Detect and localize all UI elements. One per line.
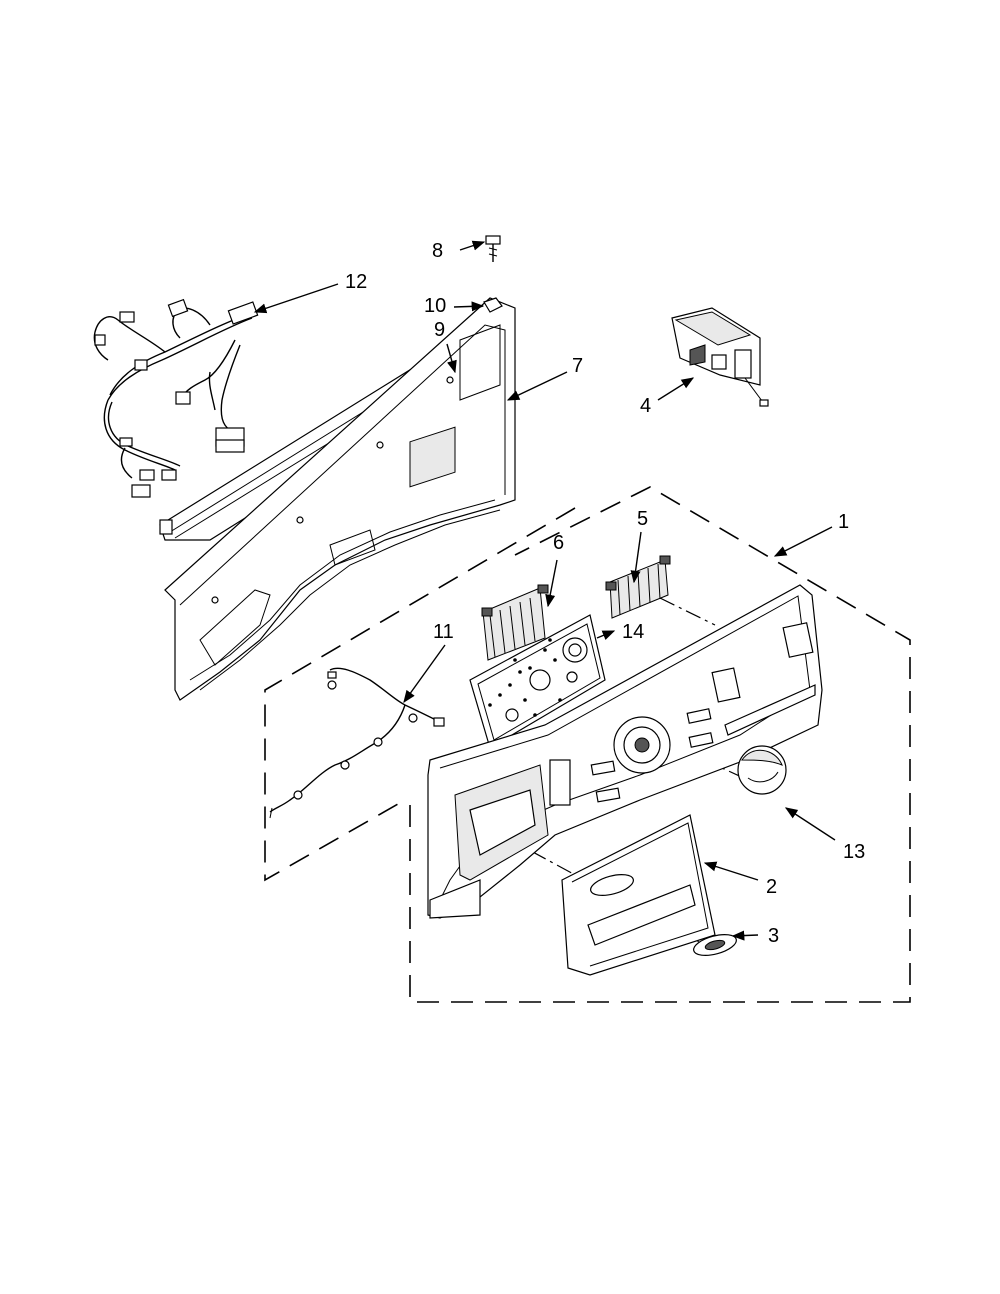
callout-9: 9	[434, 319, 445, 341]
leader-9	[446, 343, 457, 374]
leader-4	[657, 377, 695, 401]
leader-14-stub	[596, 630, 616, 640]
leader-1	[773, 526, 833, 557]
callout-13: 13	[843, 841, 865, 863]
assembly-boundary-11	[264, 507, 576, 882]
leader-11	[403, 644, 446, 704]
callout-12: 12	[345, 271, 367, 293]
screw-8	[485, 235, 501, 262]
logo-badge-3	[693, 934, 737, 956]
callout-4: 4	[640, 395, 651, 417]
leader-6	[545, 559, 558, 608]
ribbon-cable-6	[481, 584, 549, 661]
clip-10	[483, 297, 503, 313]
control-board-4	[671, 307, 769, 407]
wire-harness-12	[93, 298, 259, 498]
ribbon-cable-5	[605, 555, 671, 619]
callout-1: 1	[838, 511, 849, 533]
leader-12	[253, 283, 339, 314]
user-interface-board-14	[469, 614, 606, 749]
dispenser-handle-2	[561, 814, 716, 976]
leader-5	[630, 531, 642, 584]
callout-11: 11	[433, 621, 454, 643]
wire-harness-11	[269, 667, 445, 819]
callout-3: 3	[768, 925, 779, 947]
leader-arrows	[253, 240, 836, 941]
leader-8	[459, 240, 486, 251]
leader-3	[731, 930, 759, 941]
leader-10	[453, 301, 485, 312]
callout-6: 6	[553, 532, 564, 554]
callout-2: 2	[766, 876, 777, 898]
leader-13	[784, 807, 836, 841]
leader-7	[506, 371, 568, 401]
callout-8: 8	[432, 240, 443, 262]
callout-14: 14	[622, 621, 644, 643]
callout-10: 10	[424, 295, 446, 317]
callout-5: 5	[637, 508, 648, 530]
callout-7: 7	[572, 355, 583, 377]
console-panel-1	[427, 584, 823, 919]
knob-13	[737, 745, 787, 795]
console-bracket-7	[164, 297, 516, 701]
callout-labels: 12 8 10 9 7 4 1 6 5 14 11 13 2 3	[345, 240, 865, 947]
leader-2	[703, 861, 759, 881]
